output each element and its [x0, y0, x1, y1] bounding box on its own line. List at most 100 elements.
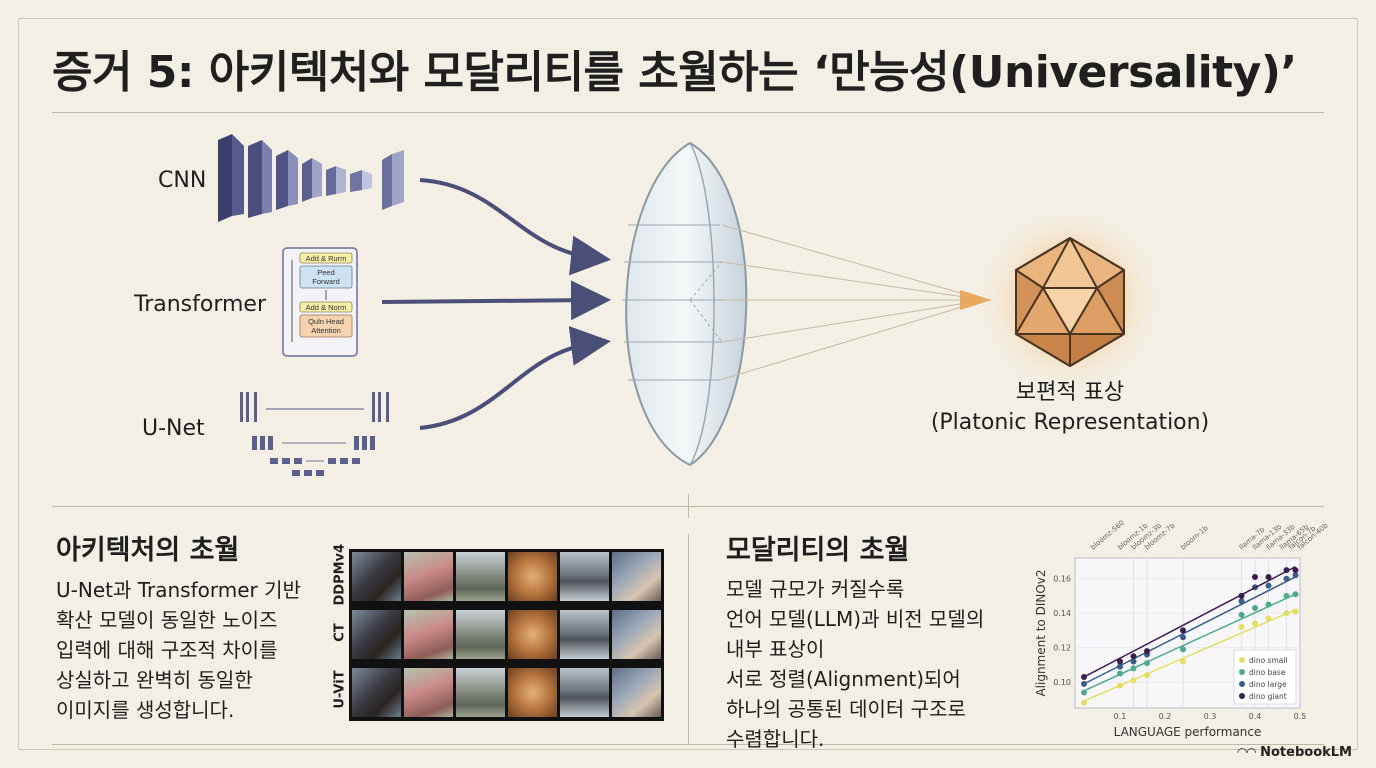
grid-tile-truck: [456, 552, 505, 601]
grid-tile-truck: [456, 668, 505, 717]
data-point: [1238, 623, 1245, 630]
cnn-arrow: [419, 178, 611, 276]
brand-name: NotebookLM: [1260, 745, 1352, 760]
y-tick-label: 0.10: [1053, 678, 1071, 687]
grid-tile-plane: [560, 610, 609, 659]
data-point: [1292, 608, 1299, 615]
grid-tile-truck: [456, 610, 505, 659]
legend-label: dino giant: [1249, 692, 1287, 701]
data-point: [1283, 567, 1290, 574]
legend-label: dino large: [1249, 680, 1287, 689]
lens-icon: [622, 141, 748, 467]
data-point: [1265, 615, 1272, 622]
column-divider: [688, 534, 689, 744]
modality-body: 모델 규모가 커질수록 언어 모델(LLM)과 비전 모델의 내부 표상이 서로…: [726, 577, 985, 751]
brand-logo: ◠◠ NotebookLM: [1237, 745, 1352, 760]
x-axis-label: LANGUAGE performance: [1114, 725, 1262, 739]
x-tick-label: 0.4: [1249, 712, 1262, 721]
modality-heading: 모달리티의 초월: [726, 535, 910, 566]
grid-tile-dog: [508, 610, 557, 659]
data-point: [1130, 677, 1137, 684]
center-tick: [688, 494, 689, 518]
data-point: [1180, 646, 1186, 653]
transformer-add-norm-bottom: Add & Norm: [306, 303, 347, 312]
legend-marker: [1239, 693, 1245, 699]
data-point: [1252, 573, 1258, 580]
row-label-uvit: U-ViT: [332, 670, 348, 709]
grid-tile-dog: [508, 552, 557, 601]
data-point: [1081, 673, 1087, 680]
data-point: [1130, 658, 1137, 665]
slide-frame: [18, 18, 1358, 750]
converging-rays: [719, 224, 986, 381]
data-point: [1117, 670, 1123, 677]
icosahedron-icon: [1015, 237, 1125, 367]
data-point: [1180, 634, 1186, 641]
y-tick-label: 0.16: [1053, 575, 1071, 584]
data-point: [1117, 682, 1123, 689]
y-tick-label: 0.12: [1053, 644, 1071, 653]
data-point: [1265, 573, 1272, 580]
transformer-arrow: [381, 280, 611, 321]
data-point: [1292, 591, 1299, 598]
alignment-chart: 0.10 0.12 0.14 0.16 0.1 0.2 0.3 0.4 0.5LANGUAGE …: [1034, 519, 1330, 739]
data-point: [1238, 592, 1245, 599]
data-point: [1144, 648, 1150, 655]
data-point: [1292, 572, 1299, 579]
data-point: [1265, 601, 1272, 608]
data-point: [1117, 658, 1123, 665]
transformer-attn-2: Attention: [311, 326, 341, 335]
data-point: [1130, 665, 1137, 672]
grid-tile-cat: [612, 552, 661, 601]
x-tick-label: 0.1: [1114, 712, 1127, 721]
grid-tile-horse-pink: [404, 552, 453, 601]
unet-arrow: [419, 326, 611, 430]
data-point: [1180, 658, 1186, 665]
x-tick-label: 0.3: [1204, 712, 1217, 721]
grid-tile-horse-dark: [352, 552, 401, 601]
data-point: [1180, 627, 1186, 634]
transformer-label: Transformer: [134, 292, 267, 317]
y-tick-label: 0.14: [1053, 609, 1071, 618]
legend-label: dino small: [1249, 656, 1288, 665]
data-point: [1252, 620, 1258, 627]
footer-divider: [52, 744, 1324, 745]
x-tick-label: 0.2: [1159, 712, 1172, 721]
transformer-attn-1: Quln Head: [308, 317, 344, 326]
data-point: [1144, 660, 1150, 667]
platonic-title: 보편적 표상: [1015, 380, 1125, 405]
generated-image-grid: [349, 549, 664, 721]
grid-tile-horse-pink: [404, 610, 453, 659]
data-point: [1283, 592, 1290, 599]
data-point: [1238, 611, 1245, 618]
data-point: [1081, 699, 1087, 706]
row-label-ct: CT: [332, 623, 348, 642]
legend-marker: [1239, 681, 1245, 687]
data-point: [1265, 582, 1272, 589]
platonic-caption: 보편적 표상 (Platonic Representation): [900, 378, 1240, 438]
grid-tile-plane: [560, 552, 609, 601]
grid-tile-cat: [612, 610, 661, 659]
data-point: [1117, 663, 1123, 670]
data-point: [1130, 653, 1137, 660]
data-point: [1283, 575, 1290, 582]
grid-tile-horse-pink: [404, 668, 453, 717]
row-label-ddpm: DDPMv4: [332, 543, 348, 606]
data-point: [1081, 689, 1087, 696]
grid-tile-dog: [508, 668, 557, 717]
legend-marker: [1239, 669, 1245, 675]
architecture-diagram: Add & Rurm Peed Forward Add & Norm Quln …: [218, 134, 1165, 476]
data-point: [1252, 605, 1258, 611]
transformer-ff-1: Peed: [317, 268, 335, 277]
cnn-icon: [218, 134, 404, 222]
notebooklm-icon: ◠◠: [1237, 745, 1261, 759]
grid-tile-horse-dark: [352, 668, 401, 717]
slide-title: 증거 5: 아키텍처와 모달리티를 초월하는 ‘만능성(Universality…: [52, 47, 1297, 98]
title-divider: [52, 112, 1324, 113]
y-axis-label: Alignment to DINOv2: [1034, 569, 1048, 696]
model-label: bloom-1b: [1179, 524, 1210, 552]
unet-icon: [240, 392, 389, 476]
data-point: [1144, 672, 1150, 679]
x-tick-label: 0.5: [1294, 712, 1307, 721]
architecture-heading: 아키텍처의 초월: [56, 535, 240, 566]
